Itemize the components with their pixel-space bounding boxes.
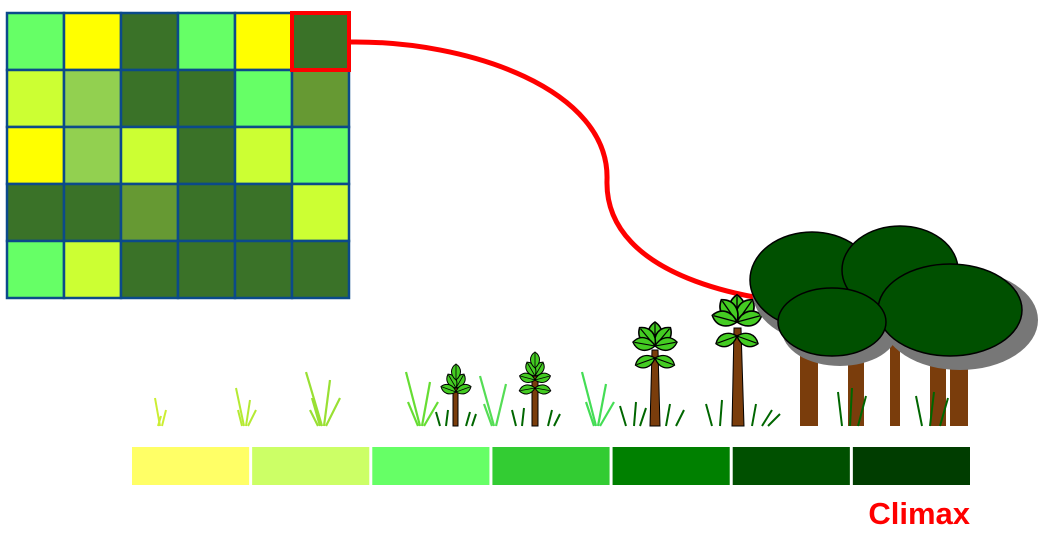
- succession-stage: [732, 447, 850, 485]
- grid-cell: [5, 182, 66, 243]
- shrub-icon: [404, 363, 477, 427]
- succession-stage: [132, 447, 250, 485]
- succession-stage: [852, 447, 970, 485]
- grid-cell: [176, 182, 237, 243]
- grid-cell: [233, 239, 294, 300]
- landscape-grid: [5, 11, 351, 300]
- grid-cell: [233, 182, 294, 243]
- grass-icon: [304, 371, 341, 427]
- grass-icon: [235, 387, 257, 427]
- grid-cell: [176, 125, 237, 186]
- grid-cell: [5, 68, 66, 129]
- grid-cell: [176, 68, 237, 129]
- grid-cell: [62, 125, 123, 186]
- grid-cell: [5, 11, 66, 72]
- grid-cell: [119, 11, 180, 72]
- small-tree-icon: [478, 351, 561, 427]
- grid-cell: [290, 125, 351, 186]
- grid-cell: [119, 125, 180, 186]
- grid-cell: [5, 239, 66, 300]
- grid-cell: [62, 11, 123, 72]
- tree-icon: [580, 293, 781, 427]
- grid-cell: [233, 68, 294, 129]
- grid-cell: [290, 11, 351, 72]
- grid-cell: [233, 125, 294, 186]
- succession-stage: [492, 447, 610, 485]
- grid-cell: [62, 68, 123, 129]
- forest-icon: [749, 225, 1038, 427]
- climax-label: Climax: [868, 496, 970, 531]
- grid-cell: [233, 11, 294, 72]
- sprout-icon: [154, 397, 167, 427]
- grid-cell: [5, 125, 66, 186]
- grid-cell: [119, 68, 180, 129]
- succession-stage: [372, 447, 490, 485]
- grid-cell: [119, 182, 180, 243]
- grid-cell: [290, 239, 351, 300]
- succession-bar: [132, 447, 970, 485]
- grid-cell: [62, 182, 123, 243]
- grid-cell: [62, 239, 123, 300]
- succession-stage: [612, 447, 730, 485]
- grid-cell: [290, 182, 351, 243]
- grid-cell: [176, 239, 237, 300]
- grid-cell: [119, 239, 180, 300]
- grid-cell: [290, 68, 351, 129]
- grid-cell: [176, 11, 237, 72]
- succession-stage: [252, 447, 370, 485]
